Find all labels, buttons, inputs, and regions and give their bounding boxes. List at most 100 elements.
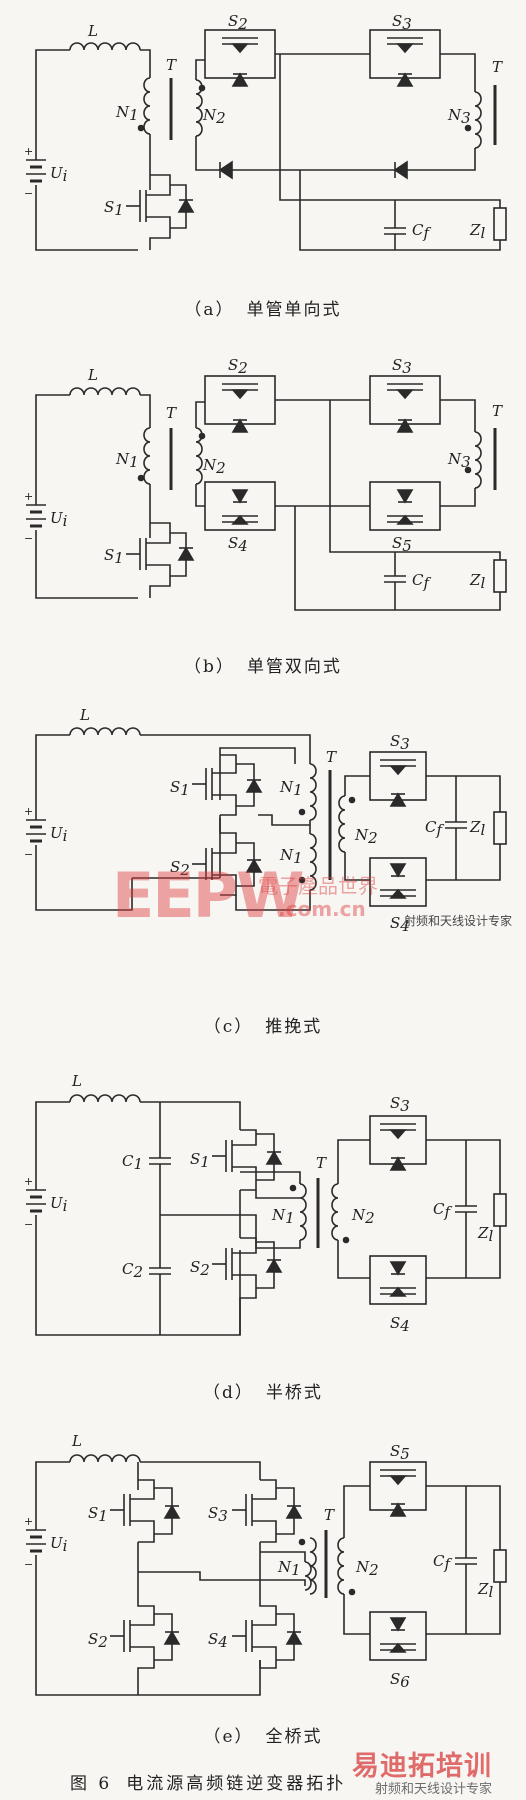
switch-s2-label: S2: [88, 1630, 108, 1651]
diode-icon: [389, 792, 407, 807]
switch-s6: [369, 1611, 427, 1661]
n3-label: N3: [447, 450, 471, 471]
eepw-watermark: EEPW: [112, 859, 305, 932]
diode-icon: [285, 1630, 303, 1645]
small-watermark: 射频和天线设计专家: [403, 914, 512, 928]
switch-s1-label: S1: [88, 1504, 108, 1525]
diode-icon: [393, 160, 408, 180]
inductor-label: L: [71, 1432, 82, 1450]
diode-icon: [285, 1504, 303, 1519]
source-label: Ui: [50, 824, 68, 845]
inductor-label: L: [79, 706, 90, 724]
caption-a: （a）单管单向式: [184, 300, 342, 320]
n3-label: N3: [447, 106, 471, 127]
diode-icon: [231, 489, 249, 504]
diode-icon: [265, 1150, 283, 1165]
load-resistor: [493, 559, 507, 593]
primary-winding-upper: [309, 763, 317, 821]
tertiary-winding: [474, 91, 482, 149]
n1-label-lower: N1: [279, 846, 303, 867]
caption-c: （c）推挽式: [203, 1017, 323, 1037]
secondary-winding: [337, 1537, 345, 1595]
transformer-label: T: [492, 58, 503, 76]
switch-s4-label: S4: [208, 1630, 228, 1651]
inductor: [69, 42, 141, 51]
switch-s1-label: S1: [190, 1150, 210, 1171]
circuit-c: + − Ui L S1 S2 N1 N1 T N2 S3: [24, 706, 507, 935]
cf-label: Cf: [433, 1552, 452, 1573]
zl-label: Zl: [477, 1580, 493, 1601]
inductor: [69, 1454, 141, 1463]
primary-winding: [309, 1537, 317, 1595]
primary-winding: [143, 77, 151, 135]
circuit-e: + − Ui L S1 S3 S2 S4 N1 T: [24, 1432, 507, 1696]
transformer-label: T: [324, 1506, 335, 1524]
diode-icon: [245, 858, 263, 873]
circuit-b: + − Ui L N1 T S1 N2 S2 S4 S3: [24, 356, 507, 611]
inductor-label: L: [87, 366, 98, 384]
caption-e: （e）全桥式: [203, 1727, 323, 1747]
diode-icon: [177, 198, 195, 213]
source-label: Ui: [50, 164, 68, 185]
switch-s2-label: S2: [170, 858, 190, 879]
secondary-winding: [195, 79, 203, 137]
corner-watermark: 易迪拓培训: [352, 1751, 492, 1782]
primary-winding: [143, 427, 151, 485]
caption-d: （d）半桥式: [203, 1383, 323, 1403]
inductor-label: L: [71, 1072, 82, 1090]
load-resistor: [493, 207, 507, 241]
switch-s3-label: S3: [208, 1504, 228, 1525]
n2-label: N2: [202, 106, 226, 127]
switch-s6-label: S6: [390, 1670, 410, 1691]
zl-label: Zl: [469, 221, 485, 242]
n2-label: N2: [354, 826, 378, 847]
c2-label: C2: [122, 1260, 143, 1281]
transformer-label: T: [166, 404, 177, 422]
switch-s5-label: S5: [392, 534, 412, 555]
secondary-winding: [338, 795, 346, 853]
inductor: [69, 387, 141, 396]
n2-label: N2: [351, 1206, 375, 1227]
cf-label: Cf: [433, 1200, 452, 1221]
eepw-watermark-cn: 電子產品世界: [258, 874, 378, 898]
switch-s1-label: S1: [104, 546, 124, 567]
switch-s4: [369, 857, 427, 907]
c1-label: C1: [122, 1152, 143, 1173]
plus-sign: +: [24, 1515, 33, 1528]
corner-watermark-sub: 射频和天线设计专家: [374, 1782, 492, 1797]
switch-s2-label: S2: [228, 12, 248, 33]
switch-s4-label: S4: [390, 914, 410, 935]
switch-s3-label: S3: [392, 356, 412, 377]
load-resistor: [493, 1549, 507, 1583]
plus-sign: +: [24, 490, 33, 503]
zl-label: Zl: [477, 1224, 493, 1245]
cf-label: Cf: [412, 571, 431, 592]
primary-winding-lower: [309, 833, 317, 891]
tertiary-winding: [474, 431, 482, 489]
n1-label-upper: N1: [279, 778, 303, 799]
diode-icon: [389, 1261, 407, 1276]
switch-s3-label: S3: [392, 12, 412, 33]
caption-b: （b）单管双向式: [184, 657, 342, 677]
diode-icon: [177, 546, 195, 561]
n1-label: N1: [277, 1558, 301, 1579]
diode-icon: [389, 863, 407, 878]
source-label: Ui: [50, 1534, 68, 1555]
n1-label: N1: [115, 450, 139, 471]
minus-sign: −: [24, 187, 33, 200]
diode-icon: [396, 418, 414, 433]
switch-s2-label: S2: [190, 1258, 210, 1279]
diode-icon: [389, 1156, 407, 1171]
minus-sign: −: [24, 1558, 33, 1571]
inductor: [69, 727, 141, 736]
diode-icon: [163, 1630, 181, 1645]
transformer-label: T: [316, 1154, 327, 1172]
n1-label: N1: [115, 103, 139, 124]
n2-label: N2: [355, 1558, 379, 1579]
plus-sign: +: [24, 1175, 33, 1188]
minus-sign: −: [24, 532, 33, 545]
circuit-d: + − Ui L C1 C2 S1 S2 N1 T N2: [24, 1072, 507, 1336]
switch-s4-label: S4: [228, 534, 248, 555]
switch-s2-label: S2: [228, 356, 248, 377]
